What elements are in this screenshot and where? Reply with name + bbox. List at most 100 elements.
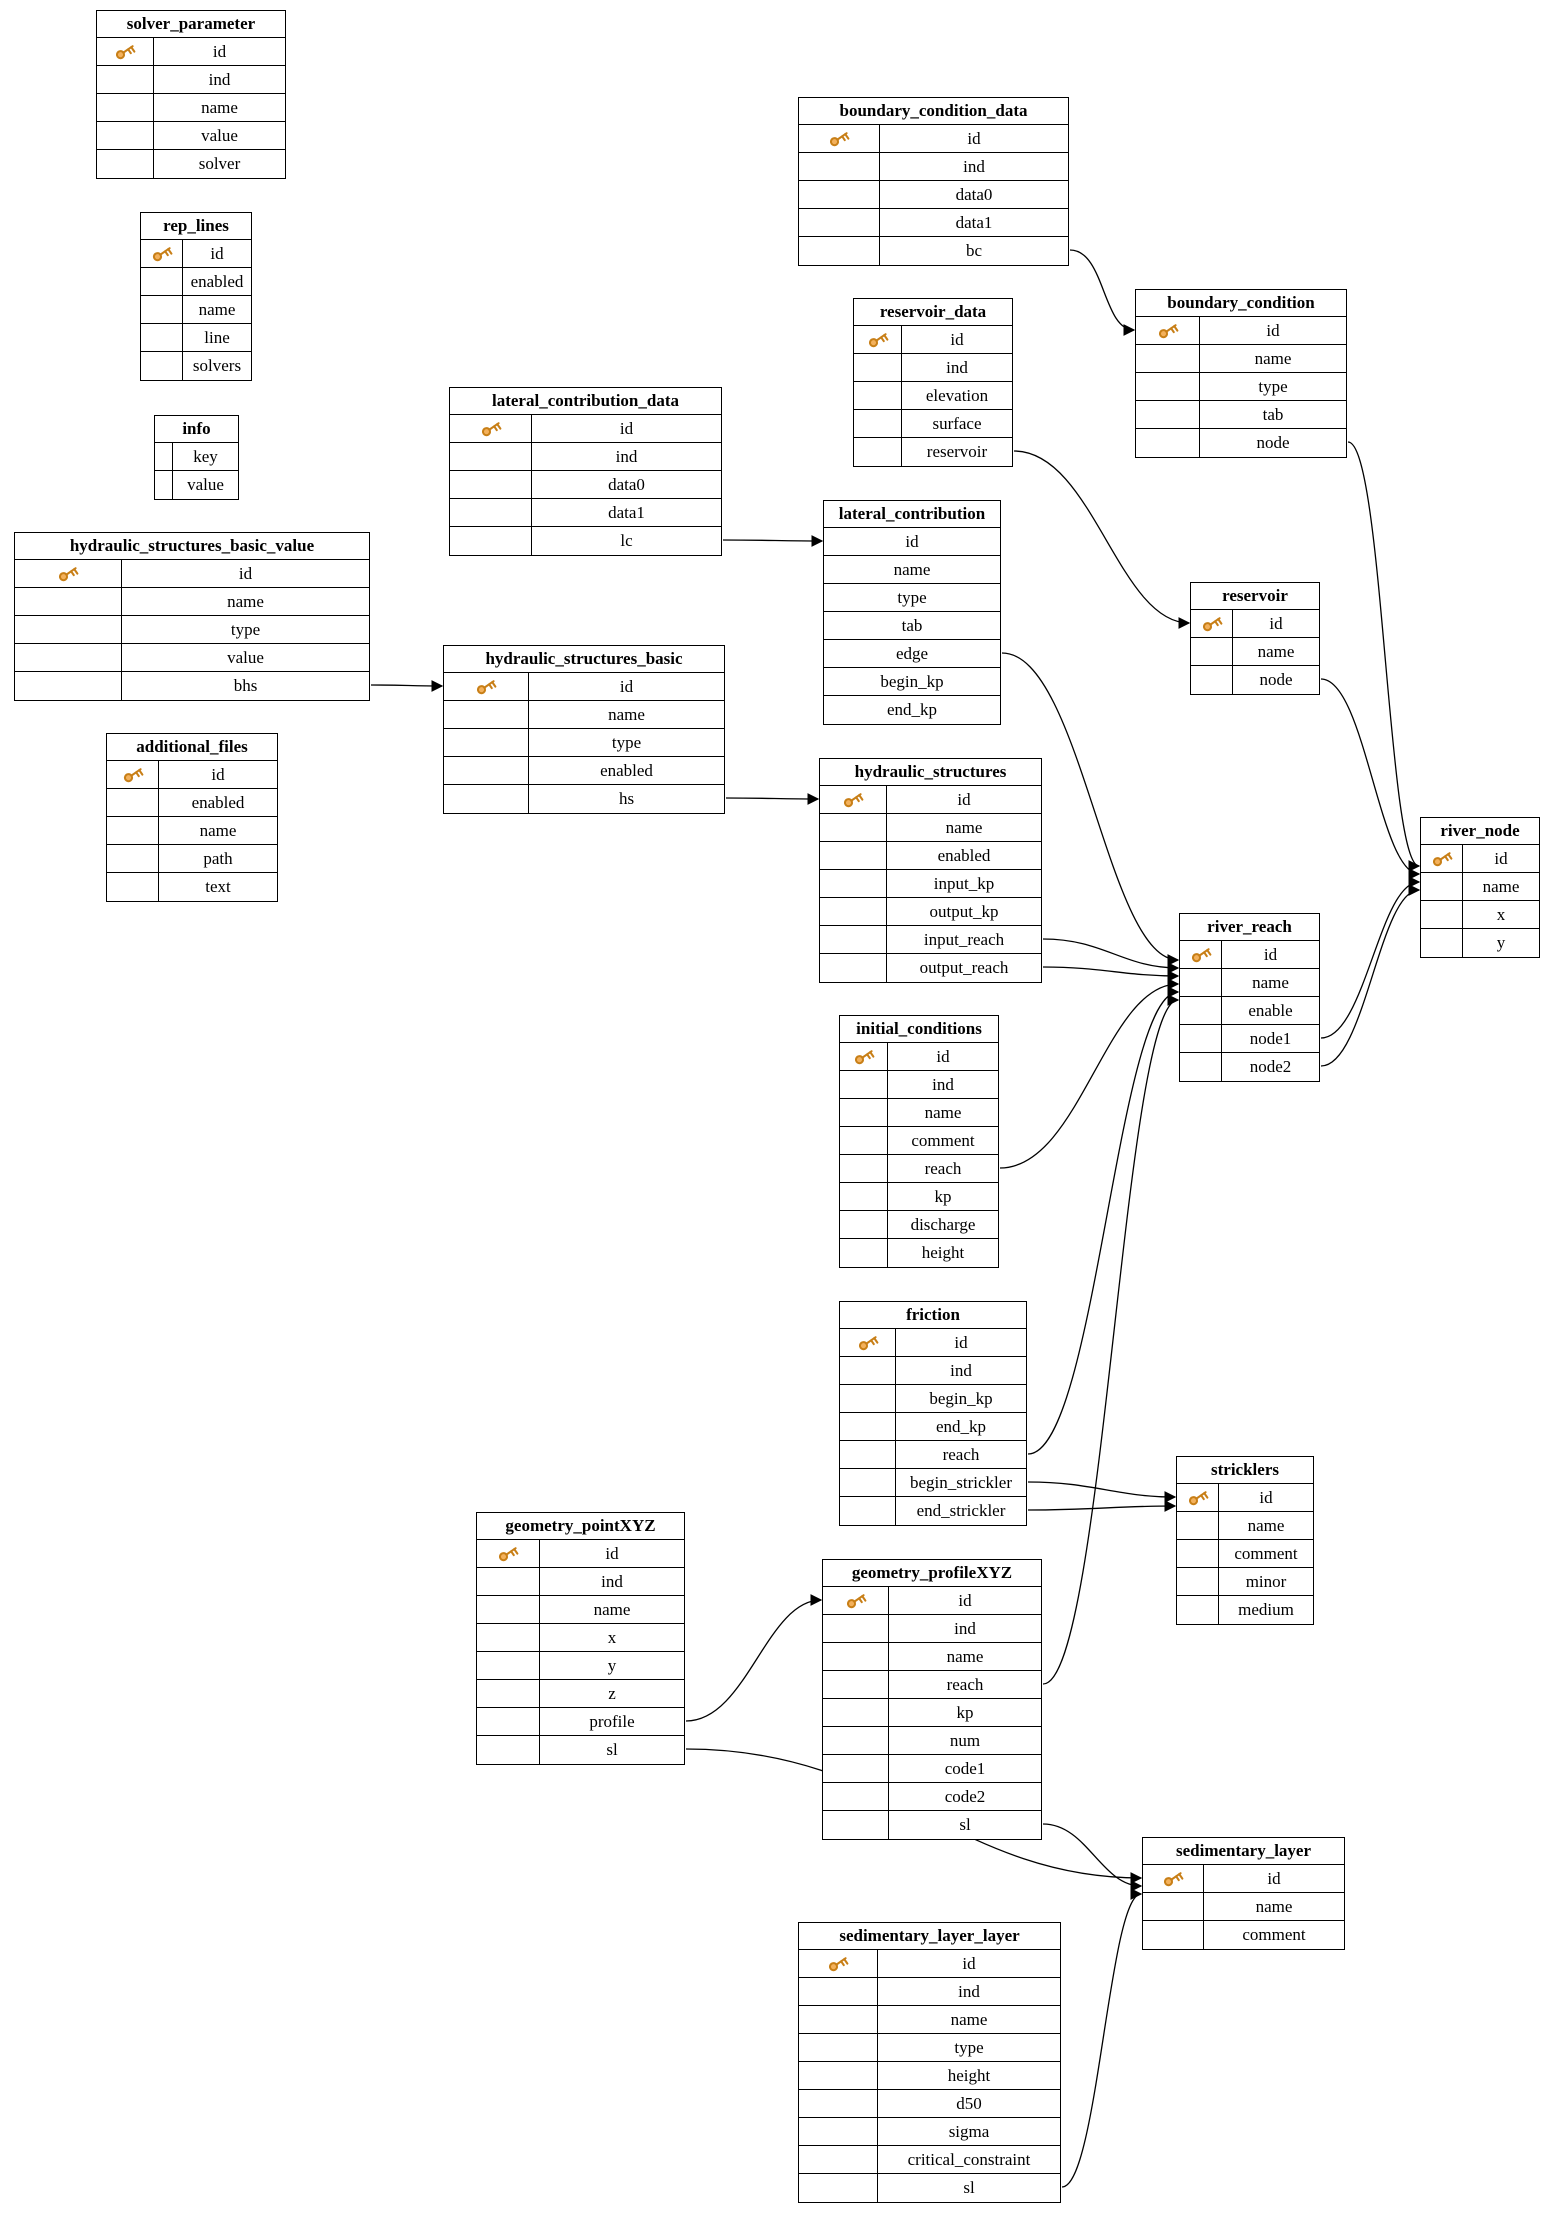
empty-key-cell: [450, 443, 532, 470]
empty-key-cell: [1421, 929, 1463, 957]
empty-key-cell: [15, 588, 122, 615]
empty-key-cell: [1177, 1596, 1219, 1624]
empty-key-cell: [1177, 1540, 1219, 1567]
field-name: name: [1254, 348, 1292, 368]
field-row-hydraulic_structures-input_kp: input_kp: [820, 870, 1041, 898]
empty-key-cell: [840, 1357, 896, 1384]
empty-key-cell: [840, 1155, 888, 1182]
field-name: id: [210, 243, 224, 263]
entity-title-reservoir: reservoir: [1191, 583, 1319, 610]
field-row-sedimentary_layer_layer-sl: sl: [799, 2174, 1060, 2202]
field-name: id: [958, 1590, 972, 1610]
empty-key-cell: [1180, 1025, 1222, 1052]
empty-key-cell: [823, 1671, 889, 1698]
primary-key-cell: [823, 1587, 889, 1614]
field-row-reservoir_data-id: id: [854, 326, 1012, 354]
field-row-hydraulic_structures-name: name: [820, 814, 1041, 842]
primary-key-icon: [1163, 1872, 1184, 1887]
empty-key-cell: [854, 382, 902, 409]
field-row-additional_files-path: path: [107, 845, 277, 873]
field-row-hydraulic_structures-input_reach: input_reach: [820, 926, 1041, 954]
field-row-river_node-name: name: [1421, 873, 1539, 901]
field-name: kp: [934, 1186, 952, 1206]
empty-key-cell: [799, 237, 880, 265]
primary-key-icon: [829, 132, 850, 147]
empty-key-cell: [141, 296, 183, 323]
empty-key-cell: [97, 66, 154, 93]
empty-key-cell: [15, 644, 122, 671]
field-row-sedimentary_layer-id: id: [1143, 1865, 1344, 1893]
empty-key-cell: [1421, 901, 1463, 928]
field-name: z: [608, 1683, 616, 1703]
empty-key-cell: [107, 845, 159, 872]
field-name: id: [1263, 944, 1278, 964]
empty-key-cell: [1177, 1512, 1219, 1539]
field-row-sedimentary_layer-name: name: [1143, 1893, 1344, 1921]
field-name: enabled: [191, 792, 245, 812]
relation-lateral_contribution.edge-to-river_reach: [1001, 652, 1180, 966]
field-row-geometry_profileXYZ-sl: sl: [823, 1811, 1041, 1839]
field-row-geometry_profileXYZ-kp: kp: [823, 1699, 1041, 1727]
field-name: type: [230, 619, 261, 639]
primary-key-cell: [1180, 941, 1222, 968]
field-name: id: [962, 1953, 976, 1973]
empty-key-cell: [450, 499, 532, 526]
primary-key-icon: [846, 1594, 866, 1609]
field-name: enabled: [937, 845, 991, 865]
primary-key-icon: [123, 768, 143, 783]
relation-geometry_pointXYZ.profile-to-geometry_profileXYZ: [685, 1594, 823, 1722]
field-name: sl: [959, 1815, 971, 1834]
relation-boundary_condition_data.bc-to-boundary_condition: [1069, 249, 1136, 336]
field-name: begin_kp: [880, 671, 944, 691]
field-name: hs: [618, 789, 635, 808]
primary-key-icon: [843, 793, 864, 808]
field-name: id: [619, 676, 634, 696]
primary-key-cell: [1177, 1484, 1219, 1511]
primary-key-cell: [477, 1540, 540, 1567]
primary-key-cell: [1421, 845, 1463, 872]
empty-key-cell: [799, 2006, 878, 2033]
entity-title-geometry_pointXYZ: geometry_pointXYZ: [477, 1513, 684, 1540]
relation-reservoir.node-to-river_node: [1320, 678, 1421, 880]
field-row-reservoir-id: id: [1191, 610, 1319, 638]
field-name: node2: [1249, 1057, 1292, 1076]
empty-key-cell: [1180, 1053, 1222, 1081]
empty-key-cell: [107, 789, 159, 816]
field-name: edge: [895, 643, 929, 663]
field-name: comment: [911, 1130, 975, 1150]
field-row-hydraulic_structures_basic_value-id: id: [15, 560, 369, 588]
field-row-geometry_profileXYZ-code1: code1: [823, 1755, 1041, 1783]
field-name: minor: [1245, 1571, 1287, 1591]
field-row-initial_conditions-kp: kp: [840, 1183, 998, 1211]
empty-key-cell: [1180, 997, 1222, 1024]
empty-key-cell: [97, 94, 154, 121]
field-row-solver_parameter-ind: ind: [97, 66, 285, 94]
primary-key-icon: [476, 680, 497, 695]
entity-title-river_reach: river_reach: [1180, 914, 1319, 941]
primary-key-cell: [840, 1043, 888, 1070]
relation-reservoir_data.reservoir-to-reservoir: [1013, 450, 1191, 629]
field-row-boundary_condition_data-data1: data1: [799, 209, 1068, 237]
field-row-geometry_pointXYZ-x: x: [477, 1624, 684, 1652]
field-name: name: [893, 559, 931, 579]
field-name: type: [611, 732, 642, 752]
field-name: id: [905, 531, 919, 551]
empty-key-cell: [97, 122, 154, 149]
empty-key-cell: [840, 1127, 888, 1154]
primary-key-cell: [799, 125, 880, 152]
field-row-reservoir_data-elevation: elevation: [854, 382, 1012, 410]
field-row-lateral_contribution_data-data0: data0: [450, 471, 721, 499]
field-name: sl: [606, 1740, 618, 1759]
empty-key-cell: [823, 1699, 889, 1726]
field-name: num: [949, 1730, 981, 1750]
field-name: data0: [608, 474, 645, 494]
field-row-hydraulic_structures_basic_value-value: value: [15, 644, 369, 672]
field-row-stricklers-minor: minor: [1177, 1568, 1313, 1596]
